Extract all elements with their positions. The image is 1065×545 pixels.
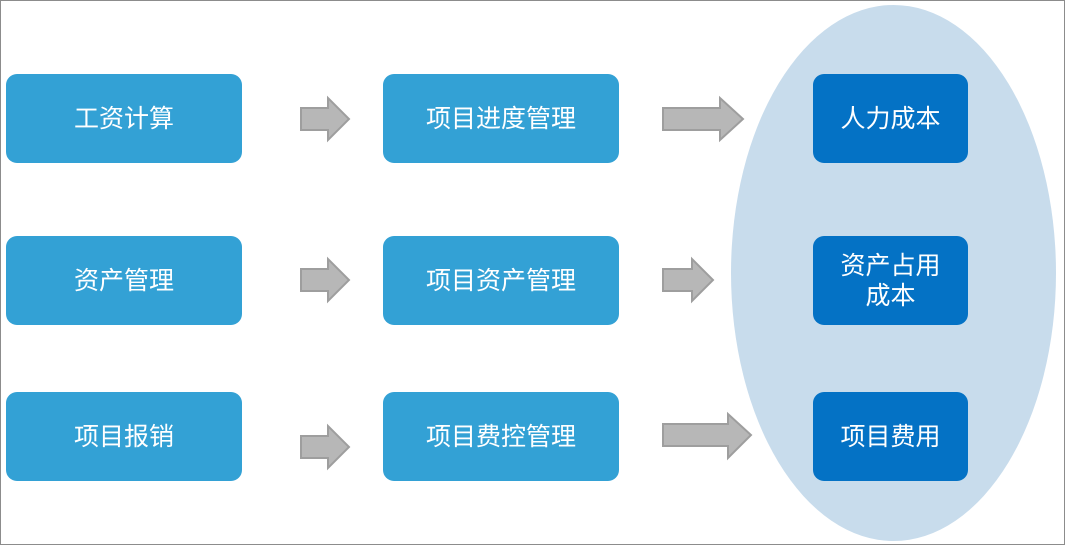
right-arrow-icon	[300, 256, 351, 304]
source-label: 工资计算	[73, 103, 174, 133]
output-box-asset-cost: 资产占用 成本	[813, 236, 968, 325]
process-box-progress: 项目进度管理	[383, 74, 619, 163]
output-box-labor-cost: 人力成本	[813, 74, 968, 163]
output-label-line: 资产占用	[840, 250, 941, 280]
source-label: 资产管理	[73, 265, 174, 295]
right-arrow-icon	[662, 411, 753, 461]
right-arrow-icon	[300, 95, 351, 143]
source-box-reimbursement: 项目报销	[6, 392, 242, 481]
output-label-line: 项目费用	[840, 421, 941, 451]
right-arrow-icon	[662, 95, 745, 143]
right-arrow-icon	[662, 256, 715, 304]
output-label-line: 人力成本	[840, 103, 941, 133]
process-label: 项目资产管理	[425, 265, 576, 295]
source-box-asset: 资产管理	[6, 236, 242, 325]
process-box-expense-control: 项目费控管理	[383, 392, 619, 481]
process-label: 项目进度管理	[425, 103, 576, 133]
process-box-project-asset: 项目资产管理	[383, 236, 619, 325]
source-label: 项目报销	[73, 421, 174, 451]
right-arrow-icon	[300, 423, 351, 471]
output-label-line: 成本	[865, 280, 916, 310]
process-label: 项目费控管理	[425, 421, 576, 451]
source-box-salary: 工资计算	[6, 74, 242, 163]
output-box-project-expense: 项目费用	[813, 392, 968, 481]
